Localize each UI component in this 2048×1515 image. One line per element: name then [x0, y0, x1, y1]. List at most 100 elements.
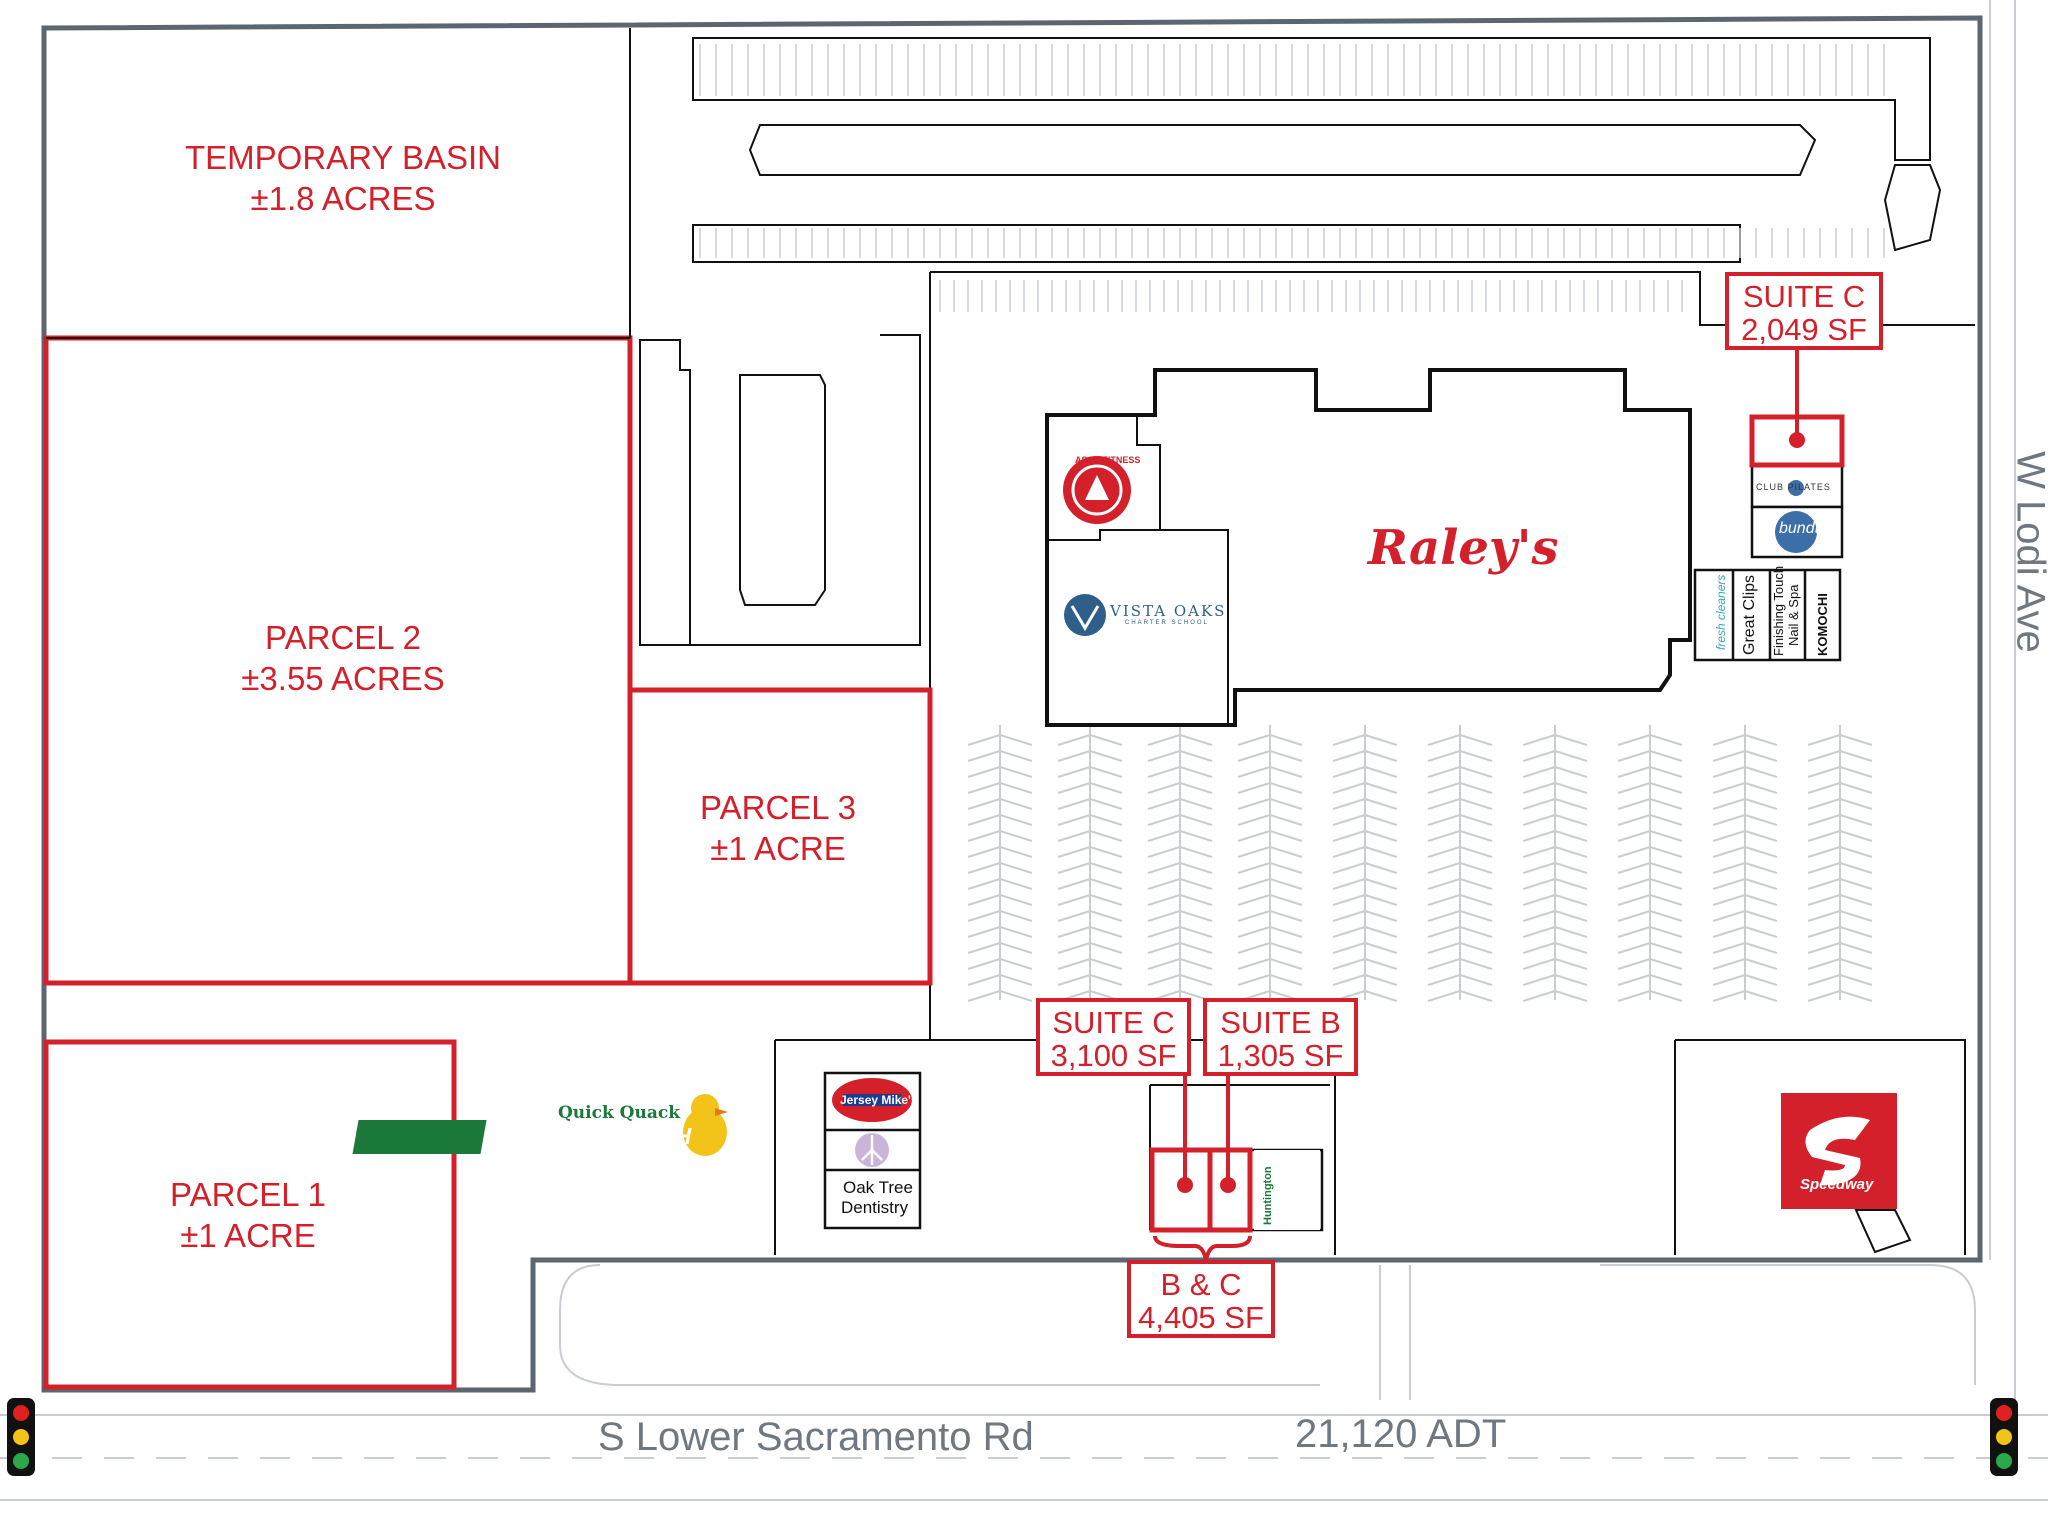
parking-stall	[1147, 878, 1181, 890]
parking-stall	[1744, 926, 1778, 938]
parking-stall	[1744, 750, 1778, 762]
parcel-3-outline	[627, 687, 933, 986]
parking-stall	[1057, 798, 1091, 810]
parking-stall	[1179, 766, 1213, 778]
parking-stall	[1089, 734, 1123, 746]
parking-stall	[1089, 942, 1123, 954]
parking-stall	[1364, 750, 1398, 762]
quick-quack-logo	[352, 1094, 728, 1156]
parking-stall	[1522, 766, 1556, 778]
parking-stall	[1649, 750, 1683, 762]
parking-stall	[1744, 798, 1778, 810]
parking-stall	[1554, 862, 1588, 874]
parking-stall	[1554, 926, 1588, 938]
pad-suite-b-callout: SUITE B 1,305 SF	[1203, 998, 1358, 1076]
parking-stall	[1427, 910, 1461, 922]
jersey-mikes-text: Jersey Mike's	[840, 1093, 918, 1107]
parking-stall	[1364, 958, 1398, 970]
parking-stall	[1459, 894, 1493, 906]
parking-stall	[1364, 830, 1398, 842]
parking-stall	[1057, 878, 1091, 890]
parking-stall	[1807, 910, 1841, 922]
parking-stall	[1554, 798, 1588, 810]
parking-stall	[1179, 910, 1213, 922]
pad-combined-name: B & C	[1160, 1267, 1242, 1302]
parking-stall	[1089, 846, 1123, 858]
vista-oaks-subtext: CHARTER SCHOOL	[1125, 620, 1209, 626]
parking-stall	[1459, 862, 1493, 874]
parking-stall	[1744, 734, 1778, 746]
parking-stall	[1179, 750, 1213, 762]
parking-stall	[1427, 830, 1461, 842]
parking-stall	[1427, 782, 1461, 794]
parking-stall	[1147, 974, 1181, 986]
parking-stall	[1649, 830, 1683, 842]
parking-stall	[1364, 894, 1398, 906]
parking-stall	[1332, 766, 1366, 778]
parking-stall	[967, 862, 1001, 874]
north-parking-stalls	[699, 44, 1885, 312]
pad-combined-size: 4,405 SF	[1138, 1299, 1264, 1335]
parking-stall	[1179, 798, 1213, 810]
parking-stall	[1459, 814, 1493, 826]
parking-stall	[1617, 958, 1651, 970]
property-boundary	[41, 15, 1983, 1393]
parking-stall	[1649, 782, 1683, 794]
parking-stall	[967, 814, 1001, 826]
parking-stall	[999, 974, 1033, 986]
parking-stall	[1057, 942, 1091, 954]
parking-stall	[1807, 862, 1841, 874]
parking-stall	[967, 878, 1001, 890]
parking-stall	[1089, 782, 1123, 794]
parking-stall	[999, 878, 1033, 890]
parking-stall	[1237, 782, 1271, 794]
parking-stall	[1089, 766, 1123, 778]
great-clips-text: Great Clips	[1741, 574, 1758, 655]
pad-suite-c-size: 3,100 SF	[1050, 1037, 1177, 1073]
parking-stall	[1147, 734, 1181, 746]
parking-stall	[1364, 990, 1398, 1002]
parking-stall	[1617, 894, 1651, 906]
parking-stall	[1459, 878, 1493, 890]
parking-stall	[1427, 734, 1461, 746]
parking-stall	[999, 926, 1033, 938]
parking-stall	[1364, 878, 1398, 890]
parking-stall	[1147, 750, 1181, 762]
parking-stall	[1807, 734, 1841, 746]
parking-stall	[1057, 926, 1091, 938]
parking-stall	[1839, 814, 1873, 826]
parking-stall	[1554, 910, 1588, 922]
parking-stall	[1807, 990, 1841, 1002]
parking-stall	[1364, 734, 1398, 746]
temporary-basin-area	[46, 28, 631, 339]
parking-stall	[1364, 766, 1398, 778]
oak-tree-text: Oak Tree	[843, 1178, 913, 1197]
parking-stall	[1617, 766, 1651, 778]
parking-stall	[1839, 830, 1873, 842]
parking-stall	[1839, 862, 1873, 874]
parking-stall	[1237, 942, 1271, 954]
parking-stall	[967, 734, 1001, 746]
parking-stall	[1147, 830, 1181, 842]
parking-stall	[1712, 830, 1746, 842]
parking-stall	[1237, 846, 1271, 858]
parking-stall	[1712, 734, 1746, 746]
parking-stall	[1649, 734, 1683, 746]
pad-suite-c-name: SUITE C	[1052, 1005, 1175, 1040]
parking-stall	[1332, 862, 1366, 874]
parcel-1-label: PARCEL 1 ±1 ACRE	[170, 1174, 326, 1257]
parking-stall	[967, 990, 1001, 1002]
parking-stall	[1269, 846, 1303, 858]
parking-stall	[1179, 958, 1213, 970]
parking-stall	[1427, 878, 1461, 890]
parking-stall	[1459, 782, 1493, 794]
traffic-light-west	[7, 1398, 35, 1476]
parking-stall	[1649, 814, 1683, 826]
parking-stall	[1807, 750, 1841, 762]
parking-stall	[1712, 766, 1746, 778]
parking-stall	[1554, 814, 1588, 826]
parking-stall	[1712, 958, 1746, 970]
parking-stall	[1617, 990, 1651, 1002]
bundt-text: bundt	[1779, 520, 1820, 537]
